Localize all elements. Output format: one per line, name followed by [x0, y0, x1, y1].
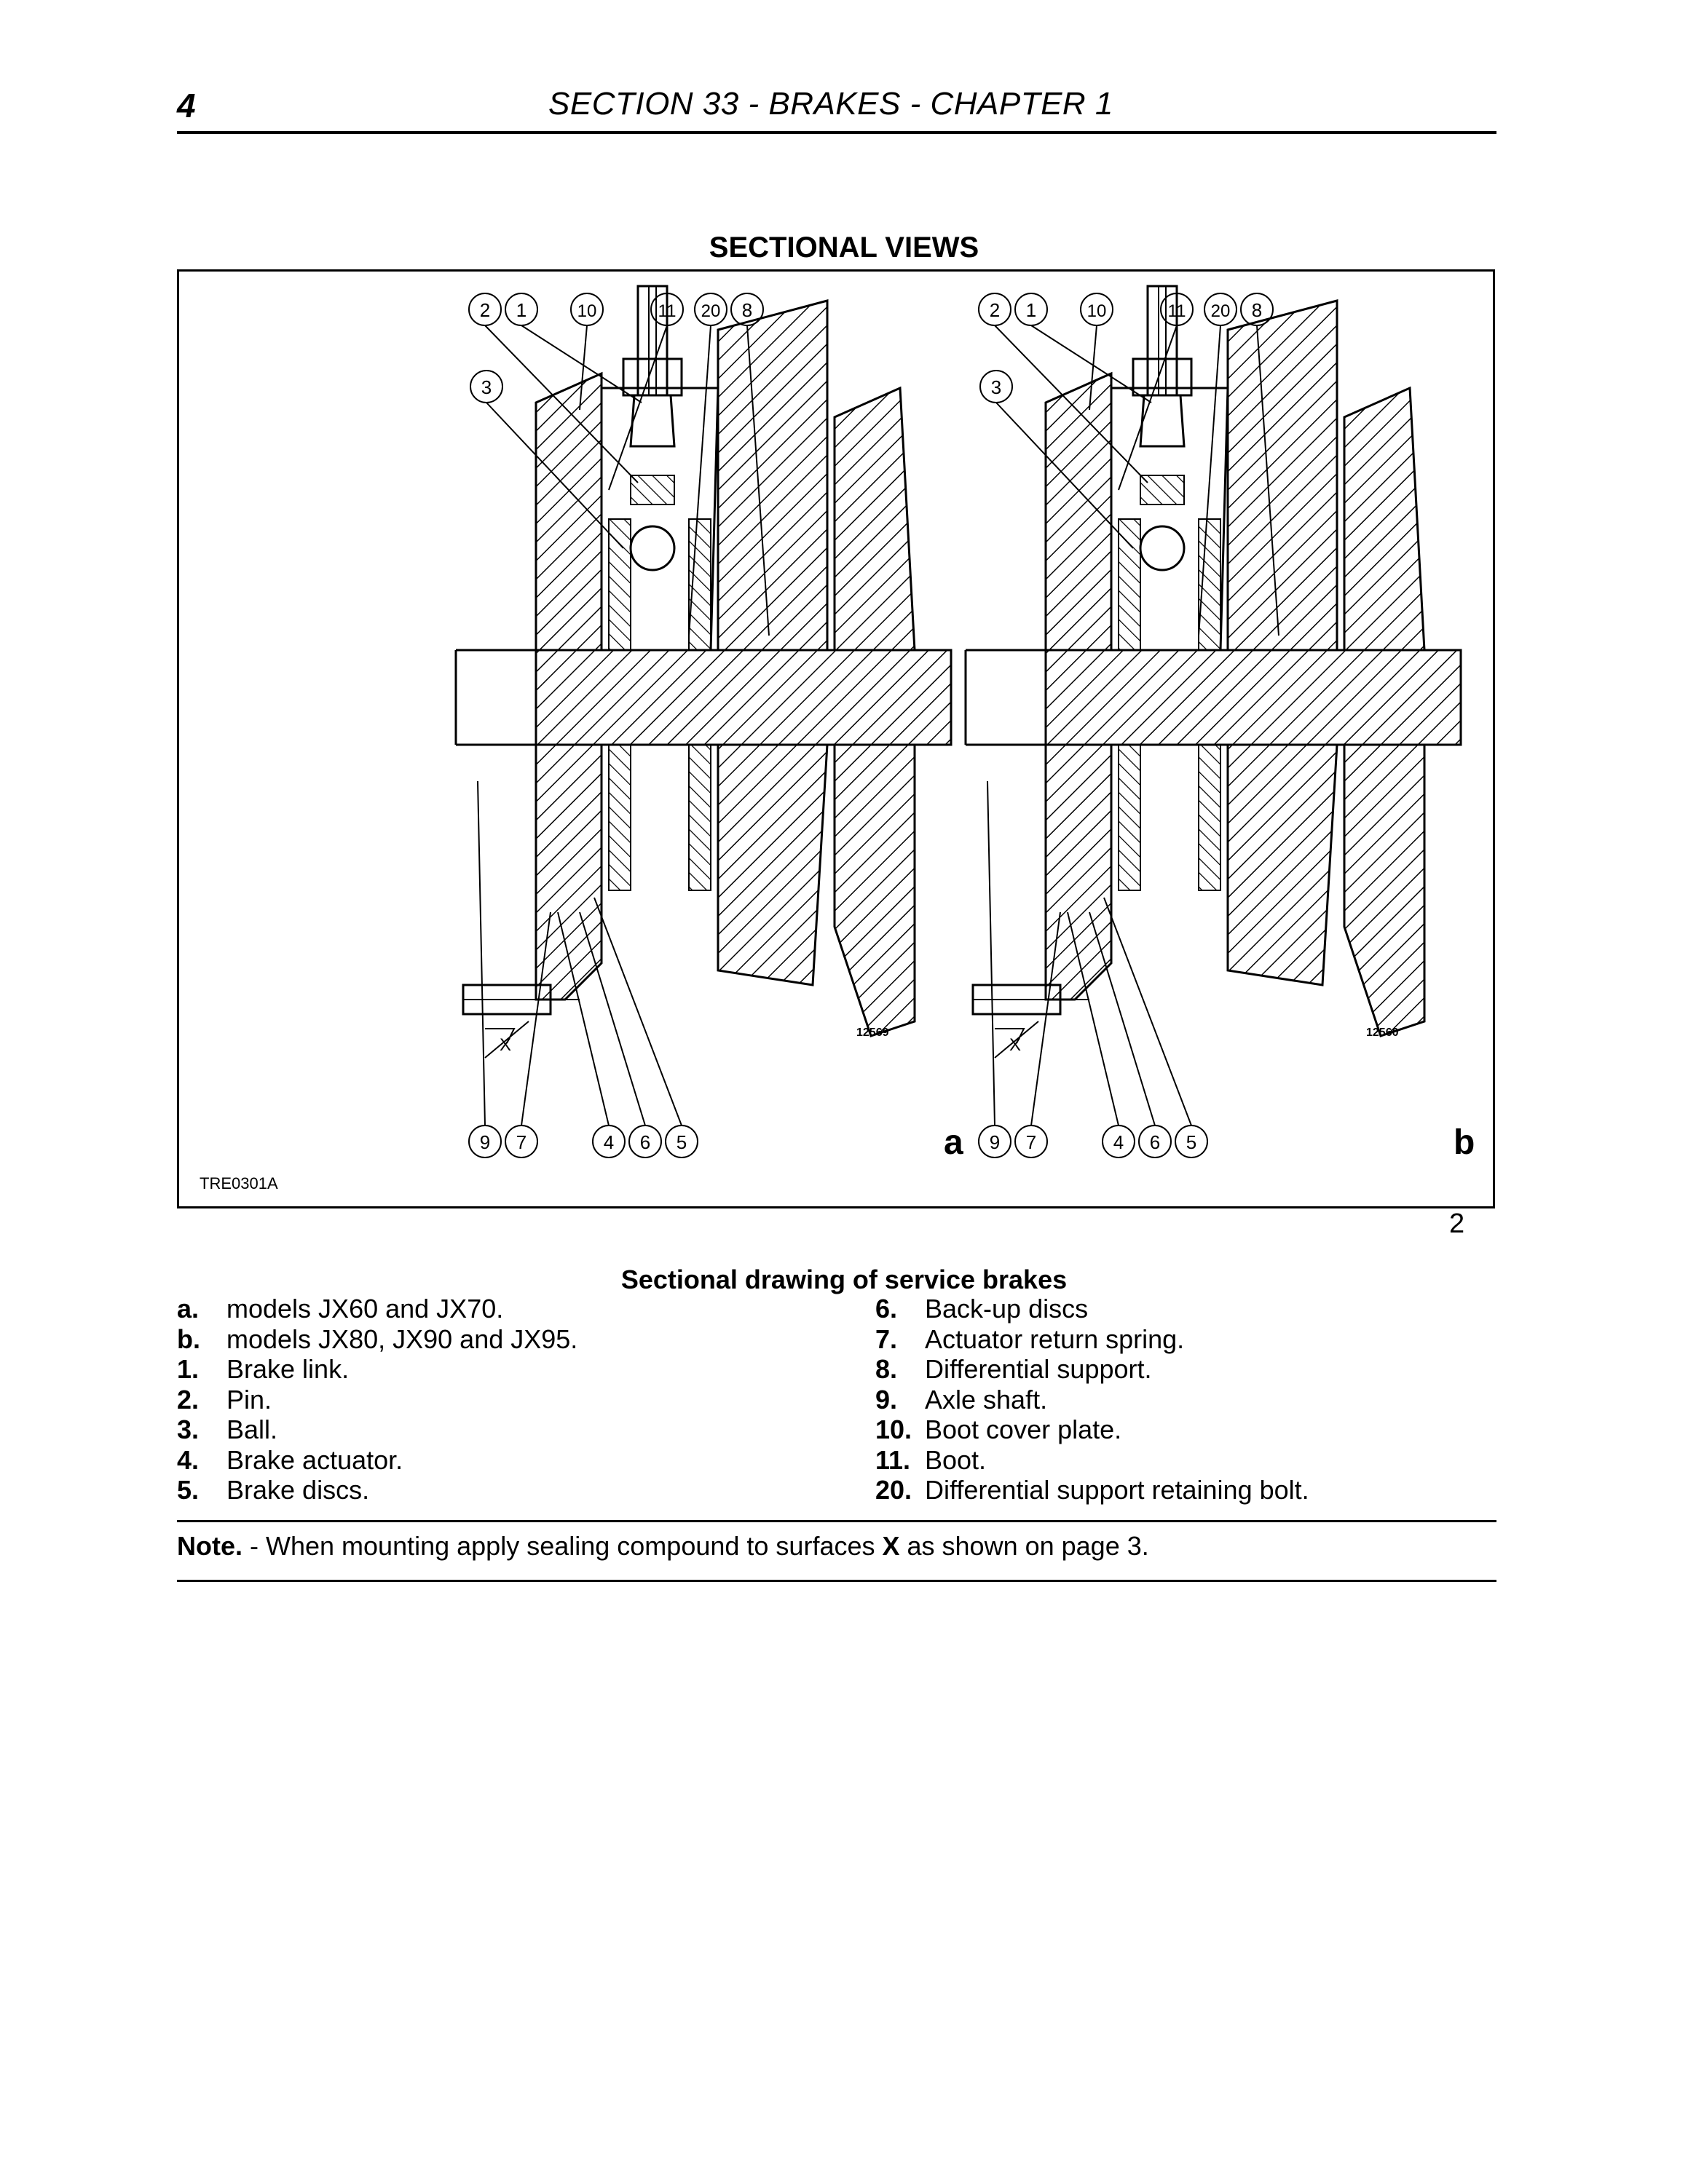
- sectional-drawing: 2 1 10 11 20 8 3 9 7 4 6 5 X 12569 a 2 1…: [454, 285, 1475, 1162]
- legend-key: 8.: [875, 1354, 898, 1384]
- legend-text: Back-up discs: [925, 1294, 1089, 1324]
- view-a: 2 1 10 11 20 8 3 9 7 4 6 5 X 12569 a: [454, 285, 963, 1162]
- legend-item: 4. Brake actuator.: [177, 1445, 577, 1476]
- drawing-number: 12569: [856, 1026, 889, 1039]
- view-b: 2 1 10 11 20 8 3 9 7 4 6 5 X 12560 b: [964, 285, 1475, 1162]
- callout: 3: [481, 376, 492, 398]
- legend-key: 9.: [875, 1384, 898, 1415]
- legend-item: 2. Pin.: [177, 1385, 577, 1415]
- note-emphasis: X: [882, 1531, 900, 1561]
- legend-key: 7.: [875, 1324, 898, 1354]
- figure-code: TRE0301A: [200, 1174, 278, 1192]
- legend-text: Actuator return spring.: [925, 1324, 1185, 1354]
- legend-item: 11. Boot.: [875, 1445, 1309, 1476]
- note-rule-top: [177, 1520, 1496, 1522]
- legend-item: 7. Actuator return spring.: [875, 1324, 1309, 1355]
- legend-item: b. models JX80, JX90 and JX95.: [177, 1324, 577, 1355]
- legend-text: models JX60 and JX70.: [226, 1294, 504, 1324]
- legend-text: Brake link.: [226, 1354, 350, 1384]
- callout: 6: [1150, 1131, 1160, 1153]
- callout: 5: [677, 1131, 687, 1153]
- legend-key: b.: [177, 1324, 200, 1354]
- callout: 9: [480, 1131, 490, 1153]
- view-letter: a: [944, 1123, 963, 1162]
- legend-item: 3. Ball.: [177, 1415, 577, 1445]
- legend-text: Differential support retaining bolt.: [925, 1475, 1309, 1505]
- callout: 2: [480, 299, 490, 321]
- note-rule-bottom: [177, 1580, 1496, 1582]
- figure-heading: SECTIONAL VIEWS: [709, 232, 979, 264]
- figure-frame: 2 1 10 11 20 8 3 9 7 4 6 5 X 12569 a 2 1…: [177, 269, 1495, 1208]
- callout: 1: [516, 299, 526, 321]
- legend-text: Brake discs.: [226, 1475, 370, 1505]
- callout: 11: [658, 301, 677, 321]
- callout: 6: [640, 1131, 650, 1153]
- page-number: 4: [177, 87, 196, 124]
- callout: 11: [1168, 301, 1186, 321]
- assembly-note: Note. - When mounting apply sealing comp…: [177, 1531, 1149, 1562]
- callout: 3: [991, 376, 1001, 398]
- legend-item: 5. Brake discs.: [177, 1475, 577, 1506]
- callout: 10: [577, 301, 597, 321]
- legend-key: 20.: [875, 1475, 912, 1505]
- legend-right: 6. Back-up discs 7. Actuator return spring…: [875, 1294, 1309, 1506]
- legend-text: Boot cover plate.: [925, 1415, 1122, 1444]
- legend-item: 1. Brake link.: [177, 1354, 577, 1385]
- legend-item: 20. Differential support retaining bolt.: [875, 1475, 1309, 1506]
- note-text: - When mounting apply sealing compound t…: [242, 1531, 883, 1561]
- figure-number: 2: [1449, 1208, 1465, 1239]
- section-title: SECTION 33 - BRAKES - CHAPTER 1: [548, 86, 1113, 122]
- legend-item: a. models JX60 and JX70.: [177, 1294, 577, 1324]
- note-label: Note.: [177, 1531, 242, 1561]
- legend-key: 11.: [875, 1444, 911, 1475]
- legend-key: 6.: [875, 1294, 898, 1324]
- callout: 2: [990, 299, 1000, 321]
- callout: 8: [1252, 299, 1262, 321]
- callout: 7: [1026, 1131, 1036, 1153]
- legend-key: a.: [177, 1294, 200, 1324]
- drawing-number: 12560: [1366, 1026, 1399, 1039]
- callout: 8: [742, 299, 752, 321]
- legend-text: Boot.: [925, 1444, 987, 1475]
- callout: 5: [1186, 1131, 1196, 1153]
- callout: 20: [701, 301, 721, 321]
- legend-key: 10.: [875, 1415, 912, 1444]
- callout: 10: [1087, 301, 1107, 321]
- legend-item: 8. Differential support.: [875, 1354, 1309, 1385]
- legend-text: Axle shaft.: [925, 1384, 1048, 1415]
- callout: 4: [604, 1131, 614, 1153]
- callout: 1: [1026, 299, 1036, 321]
- legend-text: models JX80, JX90 and JX95.: [226, 1324, 578, 1354]
- legend-text: Differential support.: [925, 1354, 1152, 1384]
- legend-key: 3.: [177, 1415, 200, 1444]
- legend-text: Pin.: [226, 1384, 272, 1415]
- legend-key: 4.: [177, 1444, 200, 1475]
- view-letter: b: [1454, 1123, 1475, 1162]
- callout: 20: [1211, 301, 1231, 321]
- legend-key: 1.: [177, 1354, 200, 1384]
- surface-mark: X: [500, 1035, 511, 1055]
- legend-key: 2.: [177, 1384, 200, 1415]
- callout: 4: [1113, 1131, 1124, 1153]
- legend-item: 6. Back-up discs: [875, 1294, 1309, 1324]
- legend-item: 9. Axle shaft.: [875, 1385, 1309, 1415]
- surface-mark: X: [1009, 1035, 1021, 1055]
- legend-text: Ball.: [226, 1415, 278, 1444]
- legend-key: 5.: [177, 1475, 200, 1505]
- legend-left: a. models JX60 and JX70. b. models JX80, J…: [177, 1294, 577, 1506]
- note-text-end: as shown on page 3.: [899, 1531, 1149, 1561]
- legend-item: 10. Boot cover plate.: [875, 1415, 1309, 1445]
- figure-caption: Sectional drawing of service brakes: [620, 1265, 1068, 1294]
- page-header: 4 SECTION 33 - BRAKES - CHAPTER 1: [177, 86, 1496, 134]
- callout: 9: [990, 1131, 1000, 1153]
- legend-text: Brake actuator.: [226, 1444, 403, 1475]
- callout: 7: [516, 1131, 526, 1153]
